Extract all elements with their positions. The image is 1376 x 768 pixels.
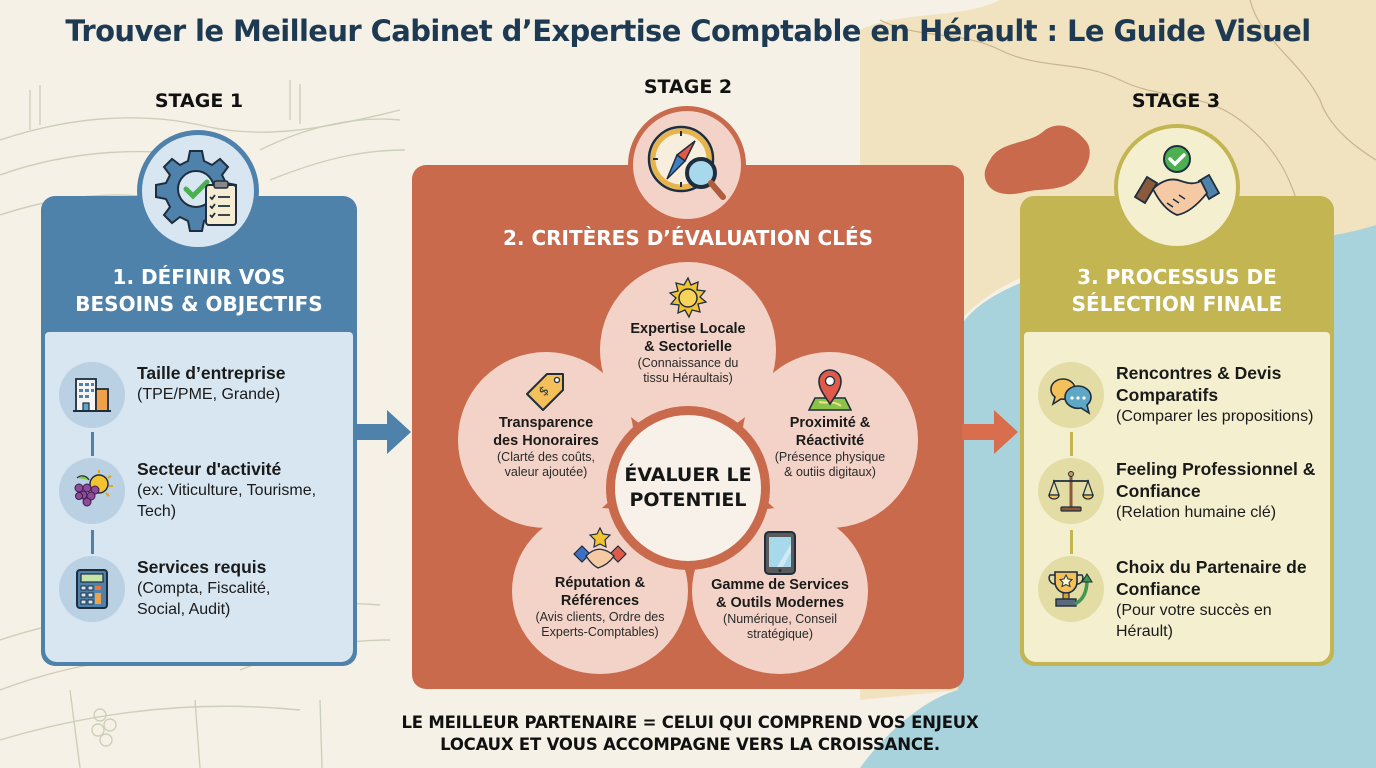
price-tag-icon: $ — [526, 373, 564, 411]
page-title: Trouver le Meilleur Cabinet d’Expertise … — [65, 14, 1311, 48]
chat-bubbles-icon — [1050, 378, 1092, 415]
building-icon — [73, 378, 111, 412]
scales-icon — [1048, 471, 1094, 512]
arrow-stage1-to-stage2 — [355, 410, 411, 454]
criterion-reputation: Réputation & Références (Avis clients, O… — [512, 508, 688, 674]
list-item: Choix du Partenaire de Confiance (Pour v… — [1038, 556, 1328, 642]
herault-region — [984, 125, 1090, 195]
item-text: Secteur d'activité (ex: Viticulture, Tou… — [137, 459, 317, 520]
sun-icon — [668, 276, 708, 319]
list-item: Secteur d'activité (ex: Viticulture, Tou… — [59, 458, 337, 524]
connector-line — [91, 530, 94, 554]
stage-2-title: 2. CRITÈRES D’ÉVALUATION CLÉS — [502, 226, 874, 250]
criterion-transparence: $ Transparence des Honoraires (Clarté de… — [458, 352, 634, 528]
stage-3-card: 3. PROCESSUS DE SÉLECTION FINALE Rencont… — [1020, 196, 1334, 666]
calculator-icon — [76, 569, 108, 609]
stage-3-icon-badge — [1114, 124, 1240, 250]
stage-2-label: STAGE 2 — [643, 76, 733, 98]
criterion-proximite: Proximité & Réactivité (Présence physiqu… — [742, 352, 918, 528]
trophy-growth-icon — [1048, 571, 1093, 607]
trophy-growth-icon-badge — [1038, 556, 1104, 622]
connector-line — [1070, 432, 1073, 456]
handshake-star-icon — [573, 526, 627, 569]
grapes-sun-icon-badge — [59, 458, 125, 524]
item-text: Feeling Professionnel & Confiance (Relat… — [1116, 459, 1316, 521]
scales-icon-badge — [1038, 458, 1104, 524]
list-item: Feeling Professionnel & Confiance (Relat… — [1038, 458, 1328, 524]
item-text: Taille d’entreprise (TPE/PME, Grande) — [137, 363, 286, 403]
compass-magnifier-icon — [647, 125, 726, 200]
stage-1-card: 1. DÉFINIR VOS BESOINS & OBJECTIFS Taill… — [41, 196, 357, 666]
item-text: Rencontres & Devis Comparatifs (Comparer… — [1116, 363, 1314, 425]
connector-line — [1070, 530, 1073, 554]
arrow-stage2-to-stage3 — [962, 410, 1018, 454]
grapes-sun-icon — [74, 470, 113, 507]
stage-3-title: 3. PROCESSUS DE SÉLECTION FINALE — [1071, 265, 1283, 316]
stage-3-list: Rencontres & Devis Comparatifs (Comparer… — [1024, 332, 1330, 662]
building-icon-badge — [59, 362, 125, 428]
stage-1-title: 1. DÉFINIR VOS BESOINS & OBJECTIFS — [75, 265, 323, 316]
list-item: Services requis (Compta, Fiscalité, Soci… — [59, 556, 307, 622]
item-text: Choix du Partenaire de Confiance (Pour v… — [1116, 557, 1307, 640]
tablet-icon — [764, 531, 796, 575]
item-text: Services requis (Compta, Fiscalité, Soci… — [137, 557, 271, 618]
stage-1-label: STAGE 1 — [154, 90, 244, 112]
calculator-icon-badge — [59, 556, 125, 622]
list-item: Taille d’entreprise (TPE/PME, Grande) — [59, 362, 285, 428]
list-item: Rencontres & Devis Comparatifs (Comparer… — [1038, 362, 1328, 428]
stage-1-list: Taille d’entreprise (TPE/PME, Grande) Se… — [45, 332, 353, 662]
stage-1-icon-badge — [137, 130, 259, 252]
chat-bubbles-icon-badge — [1038, 362, 1104, 428]
footer-message: LE MEILLEUR PARTENAIRE = CELUI QUI COMPR… — [401, 713, 979, 754]
handshake-check-icon — [1133, 145, 1221, 216]
connector-line — [91, 432, 94, 456]
stage-3-label: STAGE 3 — [1131, 90, 1221, 112]
gear-checklist-icon — [155, 150, 237, 232]
stage-2-icon-badge — [628, 106, 746, 224]
map-pin-icon — [807, 369, 853, 411]
